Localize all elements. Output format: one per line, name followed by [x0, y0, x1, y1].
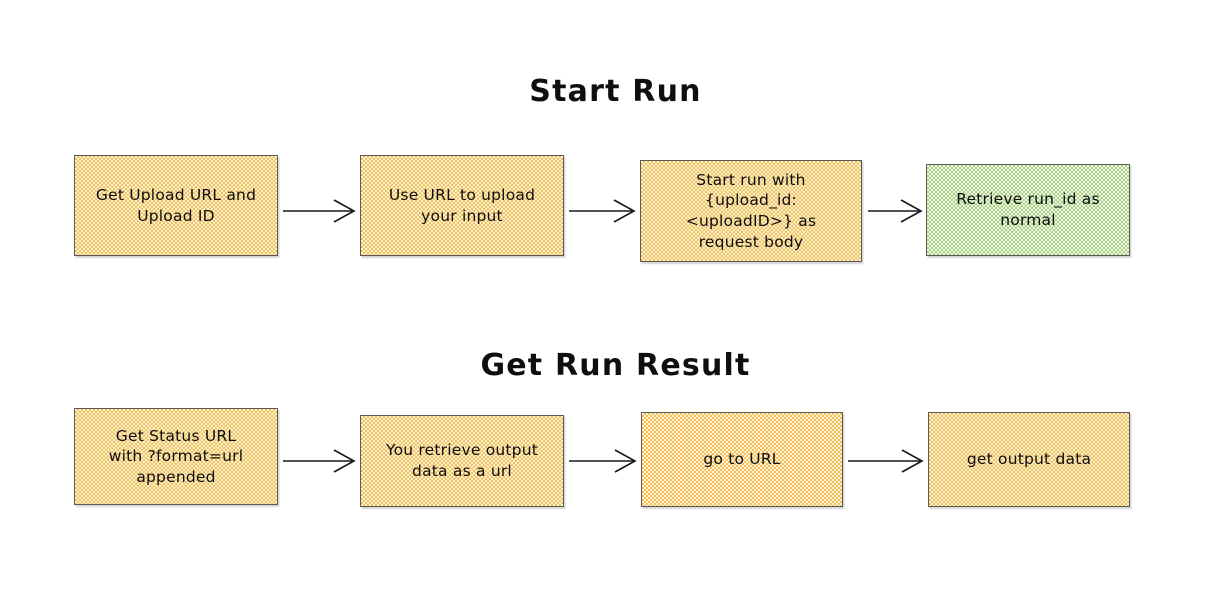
node-you-retrieve-output-data-as-a-url[interactable]: You retrieve output data as a url: [360, 415, 564, 507]
arrow-get-upload-url-to-use-url: [283, 199, 356, 223]
node-get-upload-url-and-upload-id[interactable]: Get Upload URL and Upload ID: [74, 155, 278, 256]
node-label: Retrieve run_id as normal: [956, 190, 1100, 229]
node-go-to-url[interactable]: go to URL: [641, 412, 843, 507]
node-start-run-with-upload-id[interactable]: Start run with {upload_id: <uploadID>} a…: [640, 160, 862, 262]
node-get-output-data[interactable]: get output data: [928, 412, 1130, 507]
arrow-you-retrieve-output-to-go-to-url: [569, 449, 637, 473]
node-label: Start run with {upload_id: <uploadID>} a…: [685, 170, 817, 251]
node-label: Get Upload URL and Upload ID: [95, 185, 257, 225]
section-title-start-run: Start Run: [529, 74, 702, 109]
node-label: You retrieve output data as a url: [385, 441, 539, 480]
node-label: go to URL: [703, 450, 781, 469]
node-label: get output data: [966, 450, 1092, 469]
arrow-start-run-to-retrieve-run-id: [868, 199, 923, 223]
node-label: Get Status URL with ?format=url appended: [108, 426, 244, 486]
arrow-use-url-to-start-run: [569, 199, 636, 223]
node-use-url-to-upload-your-input[interactable]: Use URL to upload your input: [360, 155, 564, 256]
arrow-go-to-url-to-get-output-data: [848, 449, 924, 473]
section-title-get-run-result: Get Run Result: [480, 348, 751, 383]
node-get-status-url-with-format-url-appended[interactable]: Get Status URL with ?format=url appended: [74, 408, 278, 505]
arrow-get-status-url-to-you-retrieve-output: [283, 449, 356, 473]
node-label: Use URL to upload your input: [388, 185, 536, 225]
node-retrieve-run-id-as-normal[interactable]: Retrieve run_id as normal: [926, 164, 1130, 256]
